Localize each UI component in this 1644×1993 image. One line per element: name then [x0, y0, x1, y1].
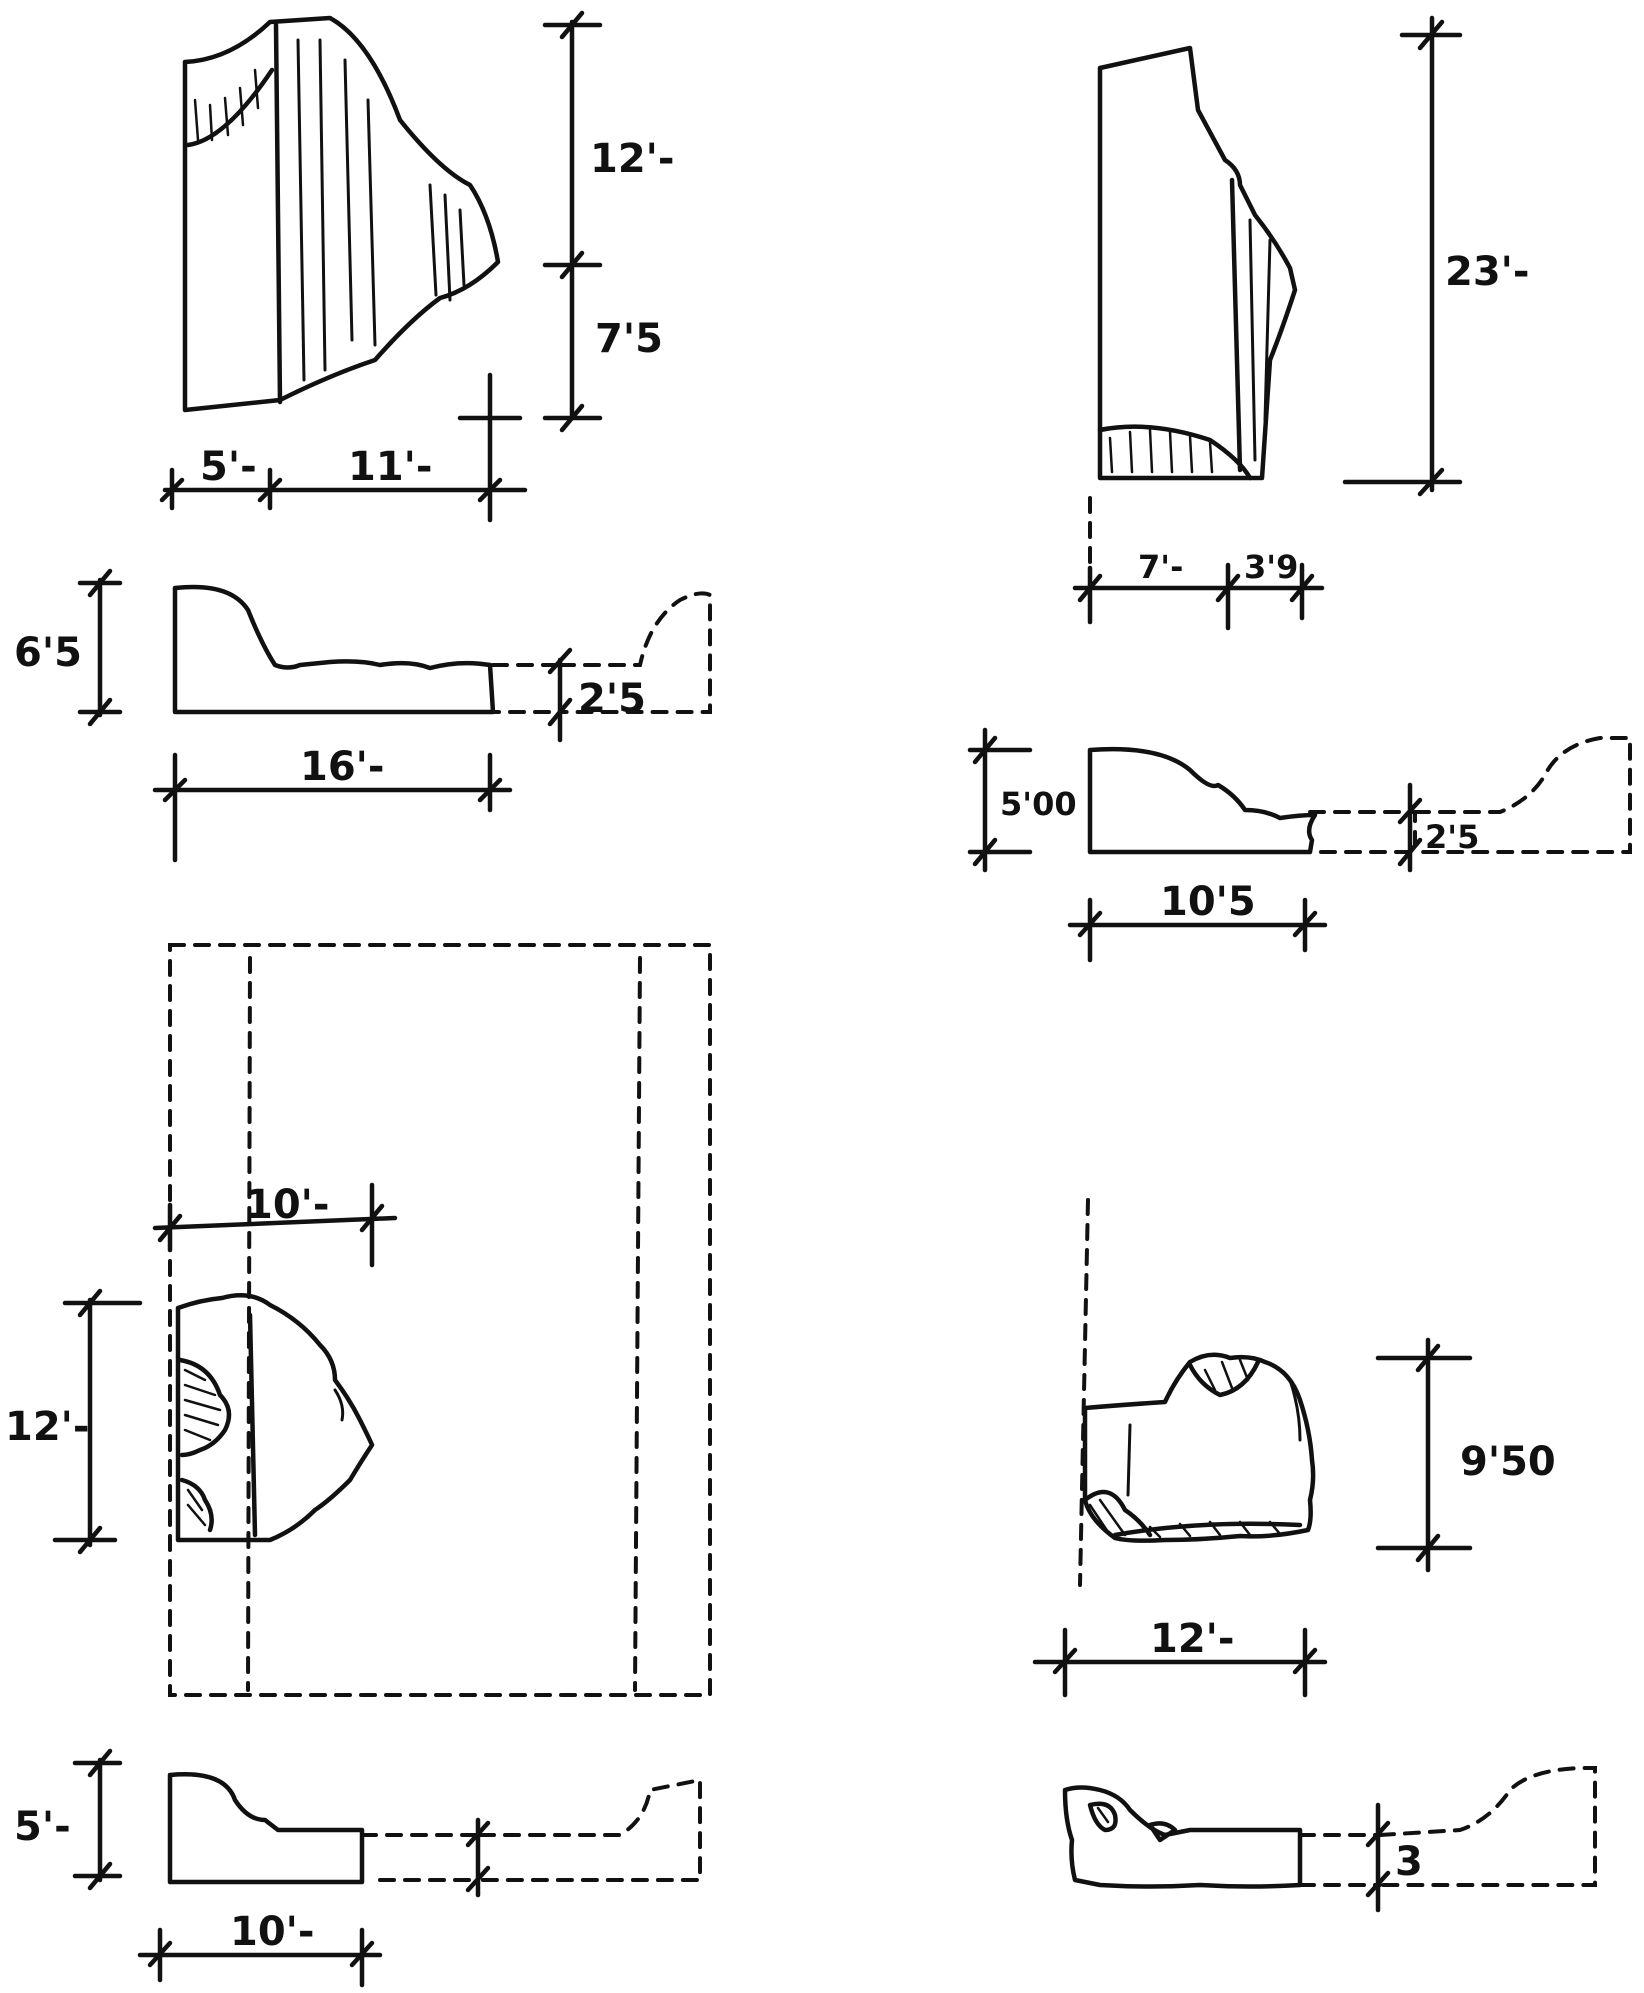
fragment-a-height-upper-label: 12'-	[590, 136, 675, 182]
fragment-b	[1097, 45, 1298, 481]
fragment-b-width-right-label: 3'9	[1244, 548, 1298, 586]
profile-b-dims: 5'00 2'5 10'5	[967, 727, 1479, 963]
profile-d-dims: 3	[1365, 1802, 1423, 1913]
fragment-b-height-dims: 23'-	[1342, 15, 1530, 497]
profile-b-height-label: 5'00	[1000, 785, 1077, 823]
profile-b	[1087, 736, 1632, 855]
fragment-b-width-left-label: 7'-	[1138, 548, 1183, 586]
fragment-a-width-left-label: 5'-	[200, 444, 257, 490]
profile-b-width-label: 10'5	[1160, 879, 1256, 925]
fragment-d	[1078, 1198, 1316, 1587]
fragment-a-height-lower-label: 7'5	[595, 316, 663, 362]
fragment-c-dims: 10'- 12'-	[5, 1182, 398, 1555]
fragment-d-width-label: 12'-	[1150, 1616, 1235, 1662]
profile-a-dims: 6'5 2'5 16'-	[14, 568, 646, 863]
fragment-c	[175, 1292, 375, 1543]
profile-d	[1062, 1766, 1597, 1889]
fragment-c-height-label: 12'-	[5, 1404, 90, 1450]
profile-c-height-label: 5'-	[14, 1804, 71, 1850]
fragment-c-reconstruction	[168, 943, 712, 1697]
fragment-b-height-label: 23'-	[1445, 249, 1530, 295]
profile-a-height-label: 6'5	[14, 630, 82, 676]
profile-c	[167, 1772, 702, 1885]
profile-a-height-small-label: 2'5	[578, 676, 646, 722]
fragment-a-height-dims: 12'- 7'5	[542, 10, 675, 433]
fragment-c-width-label: 10'-	[245, 1182, 330, 1228]
profile-d-height-label: 3	[1395, 1839, 1423, 1885]
profile-a-width-label: 16'-	[300, 744, 385, 790]
profile-b-height-small-label: 2'5	[1425, 818, 1479, 856]
fragment-a-width-right-label: 11'-	[348, 444, 433, 490]
profile-c-dims: 5'- 10'-	[14, 1748, 491, 1988]
fragment-a-width-dims: 5'- 11'-	[159, 372, 528, 523]
fragment-d-dims: 9'50 12'-	[1032, 1337, 1556, 1698]
fragment-b-width-dims: 7'- 3'9	[1072, 496, 1325, 631]
fragment-d-height-label: 9'50	[1460, 1439, 1556, 1485]
profile-c-width-label: 10'-	[230, 1909, 315, 1955]
fragment-a	[182, 15, 501, 413]
